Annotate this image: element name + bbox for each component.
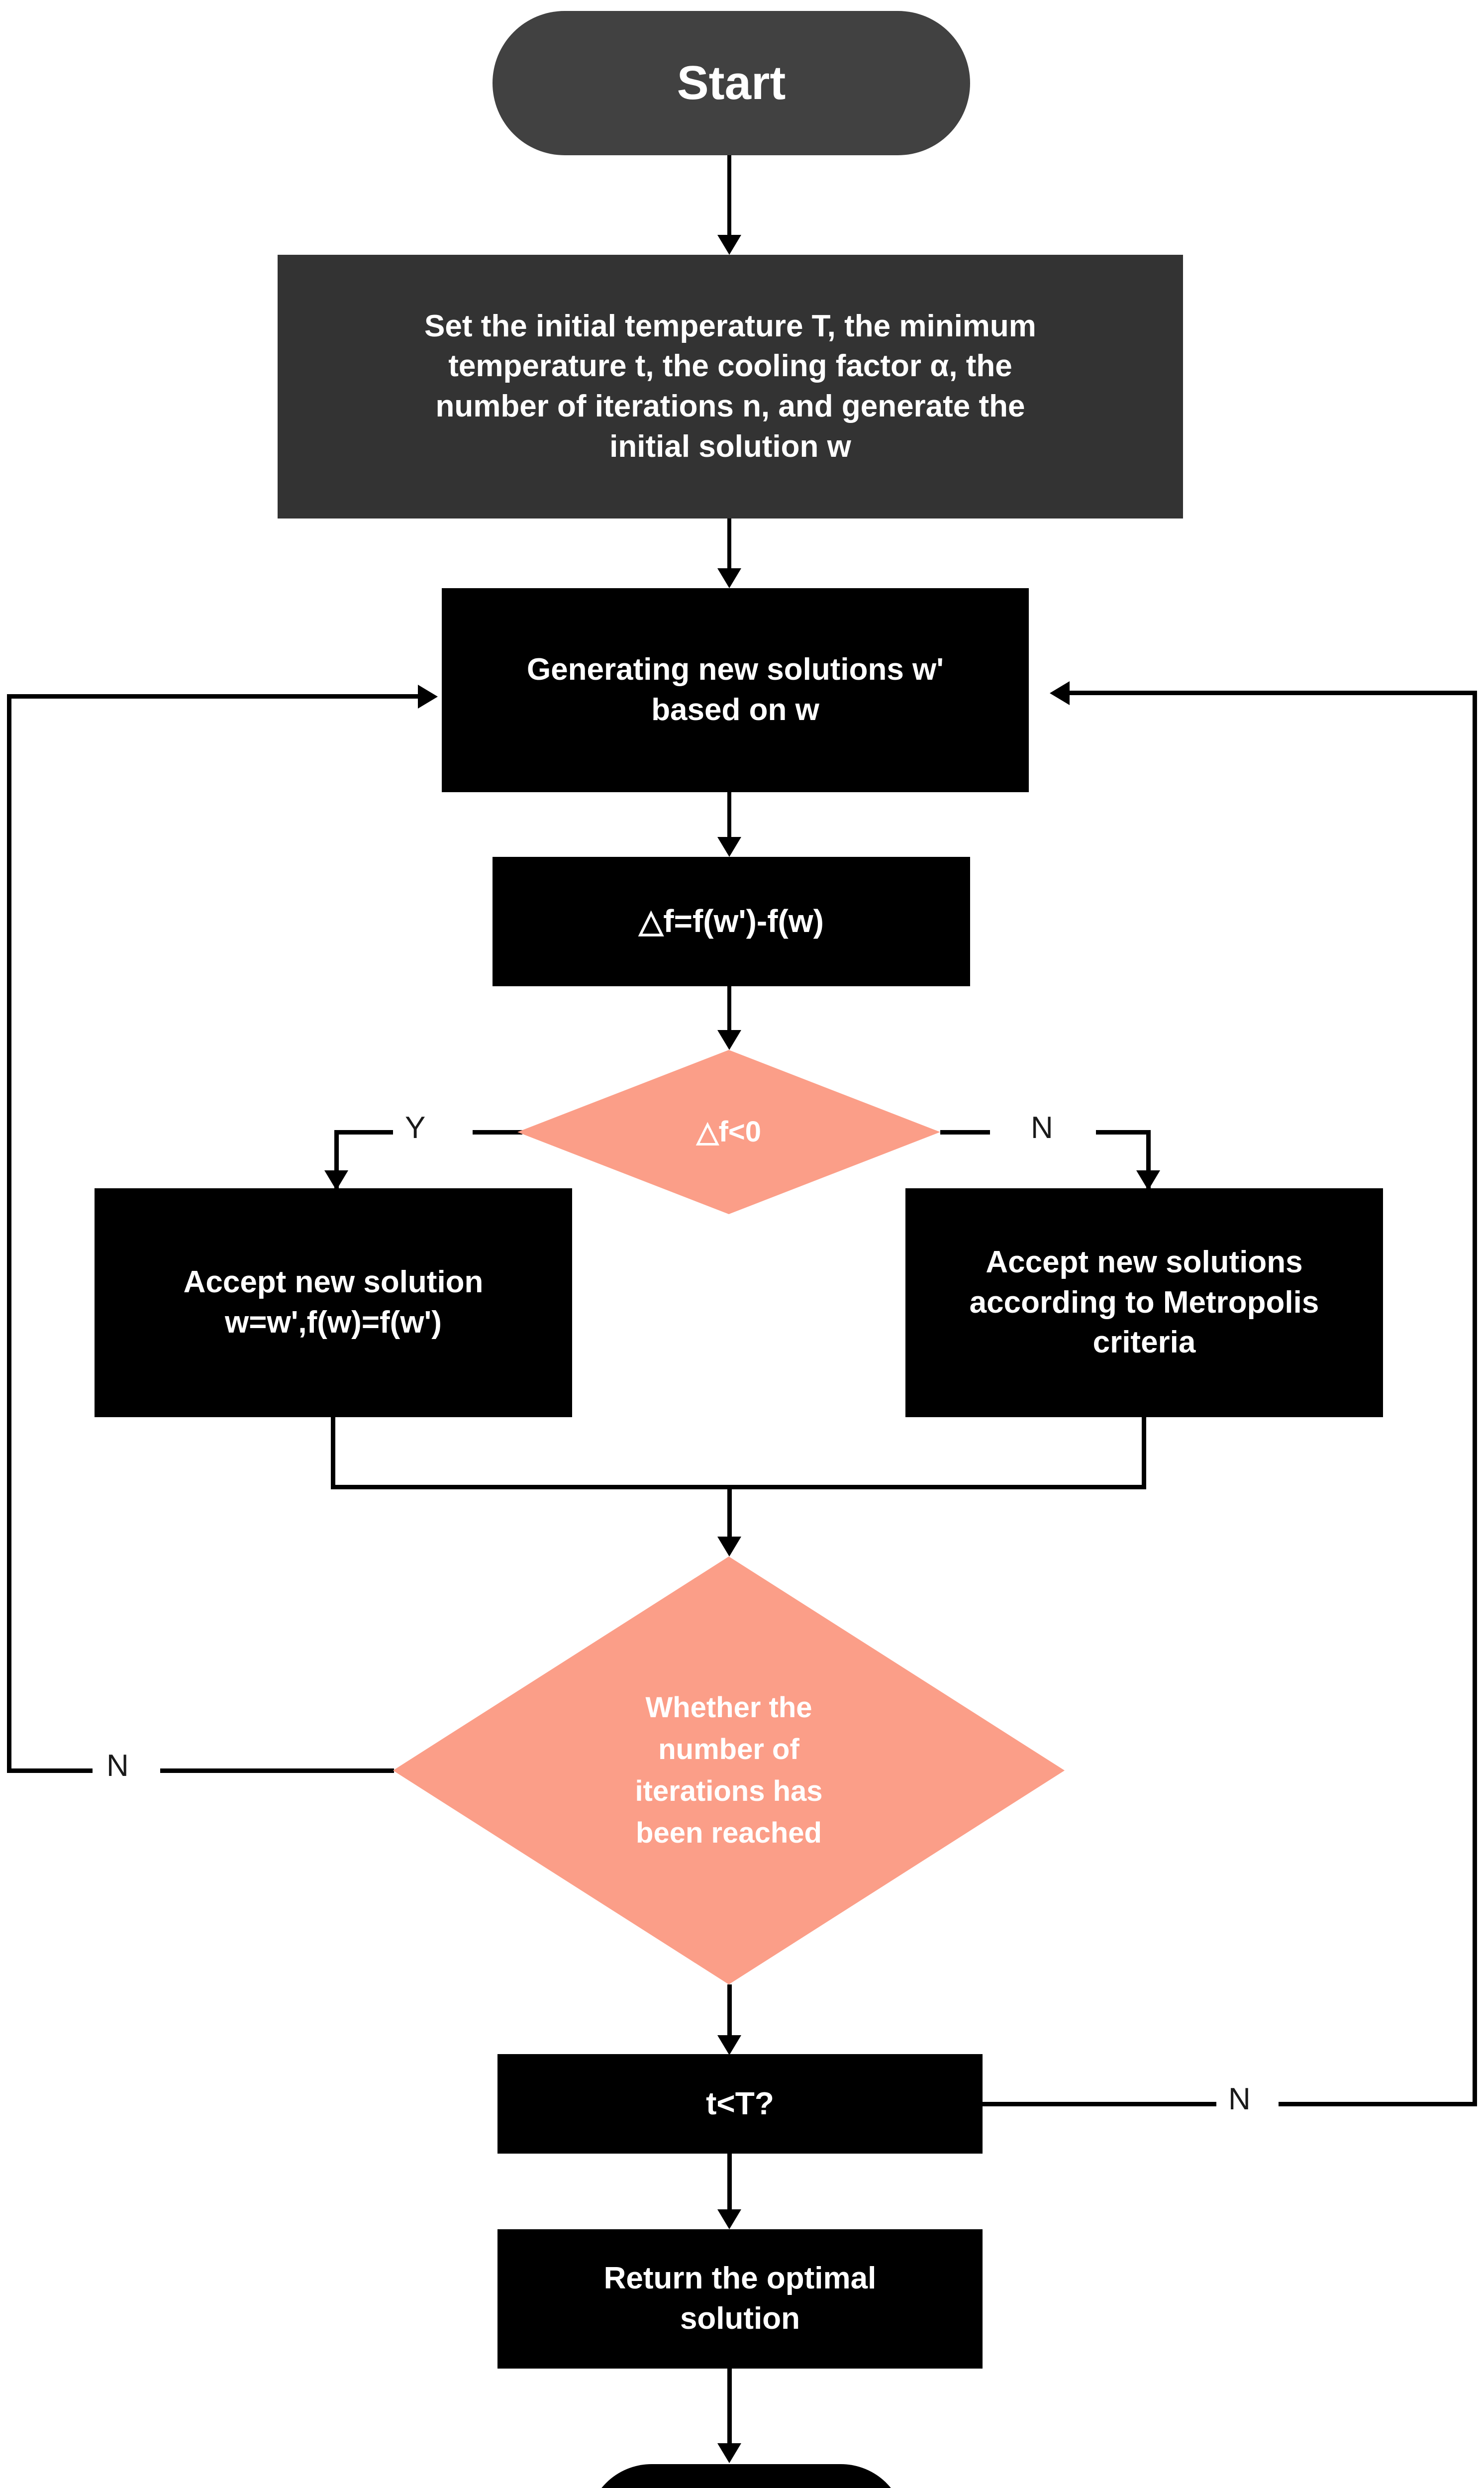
edge-delta-yes-h-left bbox=[334, 1130, 393, 1135]
edge-return-to-end bbox=[727, 2369, 732, 2458]
node-decision-delta-negative[interactable]: △f<0 bbox=[517, 1050, 940, 1214]
edge-iterations-no-h-top bbox=[7, 694, 419, 699]
decision-iterations-label: Whether the number of iterations has bee… bbox=[635, 1691, 823, 1850]
edge-init-to-generate bbox=[727, 518, 731, 578]
edge-start-to-init bbox=[727, 155, 731, 245]
edge-iterations-to-temp bbox=[727, 1984, 732, 2047]
arrowhead-loop-right-into-generate bbox=[1050, 681, 1070, 705]
edge-label-temp-no: N bbox=[1221, 2084, 1258, 2115]
decision-delta-label: △f<0 bbox=[696, 1115, 762, 1148]
edge-delta-no-h-left bbox=[940, 1130, 990, 1135]
node-start[interactable]: Start bbox=[493, 11, 970, 155]
edge-merge-to-iterations bbox=[727, 1485, 732, 1547]
edge-iterations-no-v bbox=[7, 694, 11, 1773]
node-delta-f[interactable]: △f=f(w')-f(w) bbox=[493, 857, 970, 986]
arrowhead-init bbox=[717, 235, 741, 255]
node-end[interactable]: End bbox=[587, 2464, 905, 2488]
node-accept-metropolis[interactable]: Accept new solutions according to Metrop… bbox=[905, 1188, 1383, 1417]
edge-label-iterations-no: N bbox=[99, 1751, 136, 1781]
edge-accept-left-down bbox=[331, 1417, 335, 1489]
node-temperature-check[interactable]: t<T? bbox=[497, 2054, 983, 2154]
edge-delta-yes-h-right bbox=[473, 1130, 522, 1135]
edge-accept-right-down bbox=[1142, 1417, 1146, 1489]
node-initialize-parameters[interactable]: Set the initial temperature T, the minim… bbox=[278, 255, 1183, 518]
arrowhead-accept-right bbox=[1136, 1170, 1160, 1190]
edge-temp-no-v bbox=[1473, 691, 1477, 2106]
arrowhead-delta bbox=[717, 837, 741, 857]
edge-label-delta-yes: Y bbox=[398, 1113, 433, 1143]
edge-temp-no-h-left bbox=[983, 2102, 1216, 2106]
arrowhead-generate bbox=[717, 568, 741, 588]
edge-delta-no-h-right bbox=[1096, 1130, 1151, 1135]
edge-merge-horizontal bbox=[331, 1485, 1146, 1489]
edge-delta-yes-v bbox=[334, 1130, 339, 1195]
arrowhead-temp-check bbox=[717, 2035, 741, 2055]
node-decision-iterations-reached[interactable]: Whether the number of iterations has bee… bbox=[393, 1556, 1065, 1984]
edge-iterations-no-h-left bbox=[7, 1768, 93, 1773]
edge-iterations-no-h-right bbox=[160, 1768, 394, 1773]
node-accept-new-solution[interactable]: Accept new solution w=w',f(w)=f(w') bbox=[95, 1188, 572, 1417]
edge-generate-to-delta bbox=[727, 792, 731, 847]
arrowhead-return-optimal bbox=[717, 2209, 741, 2229]
edge-temp-no-h-top bbox=[1070, 691, 1477, 695]
edge-temp-to-return bbox=[727, 2154, 732, 2223]
node-generate-new-solutions[interactable]: Generating new solutions w' based on w bbox=[442, 588, 1029, 792]
edge-label-delta-no: N bbox=[1024, 1113, 1060, 1143]
arrowhead-accept-left bbox=[324, 1170, 348, 1190]
arrowhead-decision-iterations bbox=[717, 1537, 741, 1556]
arrowhead-end bbox=[717, 2443, 741, 2463]
edge-temp-no-h-right bbox=[1279, 2102, 1477, 2106]
arrowhead-decision-delta bbox=[717, 1030, 741, 1050]
edge-delta-no-v bbox=[1146, 1130, 1151, 1195]
arrowhead-loop-left-into-generate bbox=[418, 685, 438, 709]
node-return-optimal-solution[interactable]: Return the optimal solution bbox=[497, 2229, 983, 2369]
edge-delta-to-decision bbox=[727, 986, 731, 1041]
